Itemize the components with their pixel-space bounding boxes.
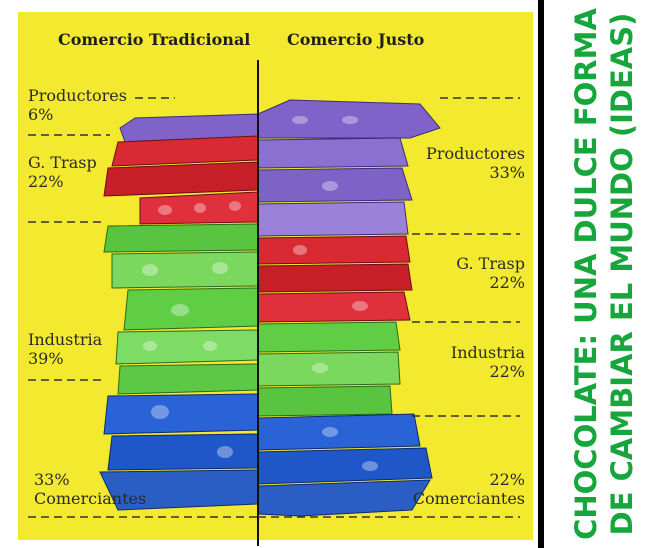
header-traditional: Comercio Tradicional xyxy=(58,30,251,49)
right-label-transporte: G. Trasp 22% xyxy=(456,254,525,292)
left-label-industria-pct: 39% xyxy=(28,349,64,368)
side-title-panel xyxy=(545,0,663,548)
right-green-bar-2 xyxy=(257,351,401,387)
left-label-industria: Industria 39% xyxy=(28,330,102,368)
dashed-separators xyxy=(28,97,520,518)
left-green-bar-3 xyxy=(123,287,259,331)
right-red-bar-3 xyxy=(257,291,411,323)
left-label-transporte: G. Trasp 22% xyxy=(28,153,97,191)
right-label-industria-name: Industria xyxy=(450,343,525,362)
left-red-bar-2 xyxy=(103,161,259,197)
left-label-transporte-pct: 22% xyxy=(28,172,64,191)
left-label-comerciantes: 33% Comerciantes xyxy=(34,470,146,508)
right-label-comerciantes-name: Comerciantes xyxy=(412,489,525,508)
right-label-industria-pct: 22% xyxy=(489,362,525,381)
right-blue-bar-1 xyxy=(257,413,421,451)
left-label-comerciantes-name: Comerciantes xyxy=(34,489,147,508)
right-label-transporte-pct: 22% xyxy=(489,273,525,292)
right-label-productores-name: Productores xyxy=(426,144,525,163)
right-label-comerciantes-pct: 22% xyxy=(489,470,525,489)
right-red-bar-1 xyxy=(257,235,411,265)
left-green-bar-1 xyxy=(103,223,259,253)
left-green-bar-4 xyxy=(115,329,259,365)
right-green-bar-3 xyxy=(257,385,393,417)
left-label-comerciantes-pct: 33% xyxy=(34,470,70,489)
header-fair-trade: Comercio Justo xyxy=(287,30,425,49)
left-green-bar-2 xyxy=(111,251,259,289)
left-label-transporte-name: G. Trasp xyxy=(28,153,97,172)
left-label-productores: Productores 6% xyxy=(28,86,127,124)
right-label-productores-pct: 33% xyxy=(489,163,525,182)
left-label-productores-name: Productores xyxy=(28,86,127,105)
right-stack xyxy=(257,99,441,517)
side-title-line-2: DE CAMBIAR EL MUNDO (IDEAS) xyxy=(605,12,639,536)
left-blue-bar-1 xyxy=(103,393,259,435)
right-label-comerciantes: 22% Comerciantes xyxy=(413,470,525,508)
side-title: CHOCOLATE: UNA DULCE FORMA DE CAMBIAR EL… xyxy=(568,8,640,540)
right-blue-bar-3 xyxy=(257,479,431,517)
side-title-line-1: CHOCOLATE: UNA DULCE FORMA xyxy=(569,8,603,540)
left-green-bar-5 xyxy=(117,363,259,395)
right-purple-bar-4 xyxy=(257,201,409,237)
left-stack xyxy=(99,113,259,511)
left-blue-bar-2 xyxy=(107,433,259,471)
right-purple-bar-2 xyxy=(257,137,409,169)
left-label-industria-name: Industria xyxy=(28,330,103,349)
right-label-industria: Industria 22% xyxy=(451,343,525,381)
right-green-bar-1 xyxy=(257,321,401,353)
left-label-productores-pct: 6% xyxy=(28,105,54,124)
right-blue-bar-2 xyxy=(257,447,433,485)
right-red-bar-2 xyxy=(257,263,413,293)
right-label-productores: Productores 33% xyxy=(426,144,525,182)
bar-texture xyxy=(142,116,378,471)
right-label-transporte-name: G. Trasp xyxy=(456,254,525,273)
